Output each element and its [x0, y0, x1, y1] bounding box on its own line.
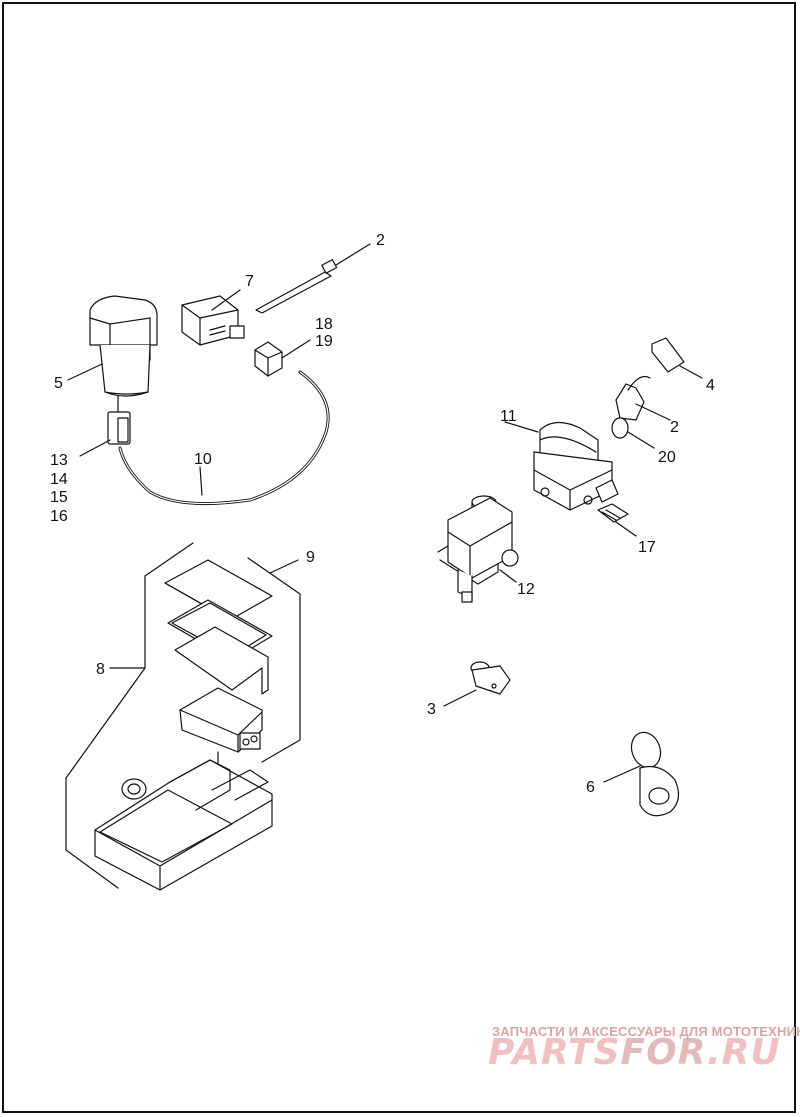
callout-2-key: 2: [670, 419, 679, 436]
callout-11: 11: [500, 408, 517, 425]
callout-labels: 2 7 18 19 5 4 2 11 20 13 14 15 16 10 17 …: [50, 232, 715, 796]
callout-13: 13: [50, 452, 68, 469]
callout-8: 8: [96, 661, 105, 678]
cap-part: [603, 731, 680, 817]
callout-20: 20: [658, 449, 676, 466]
callout-14: 14: [50, 471, 68, 488]
relay-module-part: [504, 421, 619, 511]
callout-5: 5: [54, 375, 63, 392]
watermark-logo: PARTSFOR.RU: [488, 1032, 781, 1073]
clip-part: [597, 503, 637, 537]
pressure-switch-part: [443, 661, 511, 707]
callout-19: 19: [315, 333, 333, 350]
callout-6: 6: [586, 779, 595, 796]
callout-17: 17: [638, 539, 656, 556]
callout-9: 9: [306, 549, 315, 566]
callout-10: 10: [194, 451, 212, 468]
coil-part: [437, 495, 519, 603]
watermark-logo-part3: .RU: [707, 1032, 781, 1073]
cable-strap-part: [255, 243, 371, 314]
callout-15: 15: [50, 489, 68, 506]
tag-part: [651, 337, 703, 379]
plug-connector-part: [254, 339, 311, 377]
enclosure-part: [65, 575, 273, 891]
callout-12: 12: [517, 581, 535, 598]
callout-4: 4: [706, 377, 715, 394]
callout-2-strap: 2: [376, 232, 385, 249]
module-part: [67, 295, 158, 413]
watermark-tagline: ЗАПЧАСТИ И АКСЕССУАРЫ ДЛЯ МОТОТЕХНИКИ: [492, 1024, 800, 1039]
callout-7: 7: [245, 273, 254, 290]
callout-16: 16: [50, 508, 68, 525]
callout-3: 3: [427, 701, 436, 718]
wire-harness-part: [79, 370, 330, 506]
callout-18: 18: [315, 316, 333, 333]
connector-housing-part: [181, 289, 245, 346]
key-part: [611, 375, 671, 449]
pad-stack-part: [144, 542, 301, 779]
watermark-logo-part1: PARTS: [488, 1032, 621, 1073]
watermark-logo-part2: FOR: [620, 1032, 708, 1073]
